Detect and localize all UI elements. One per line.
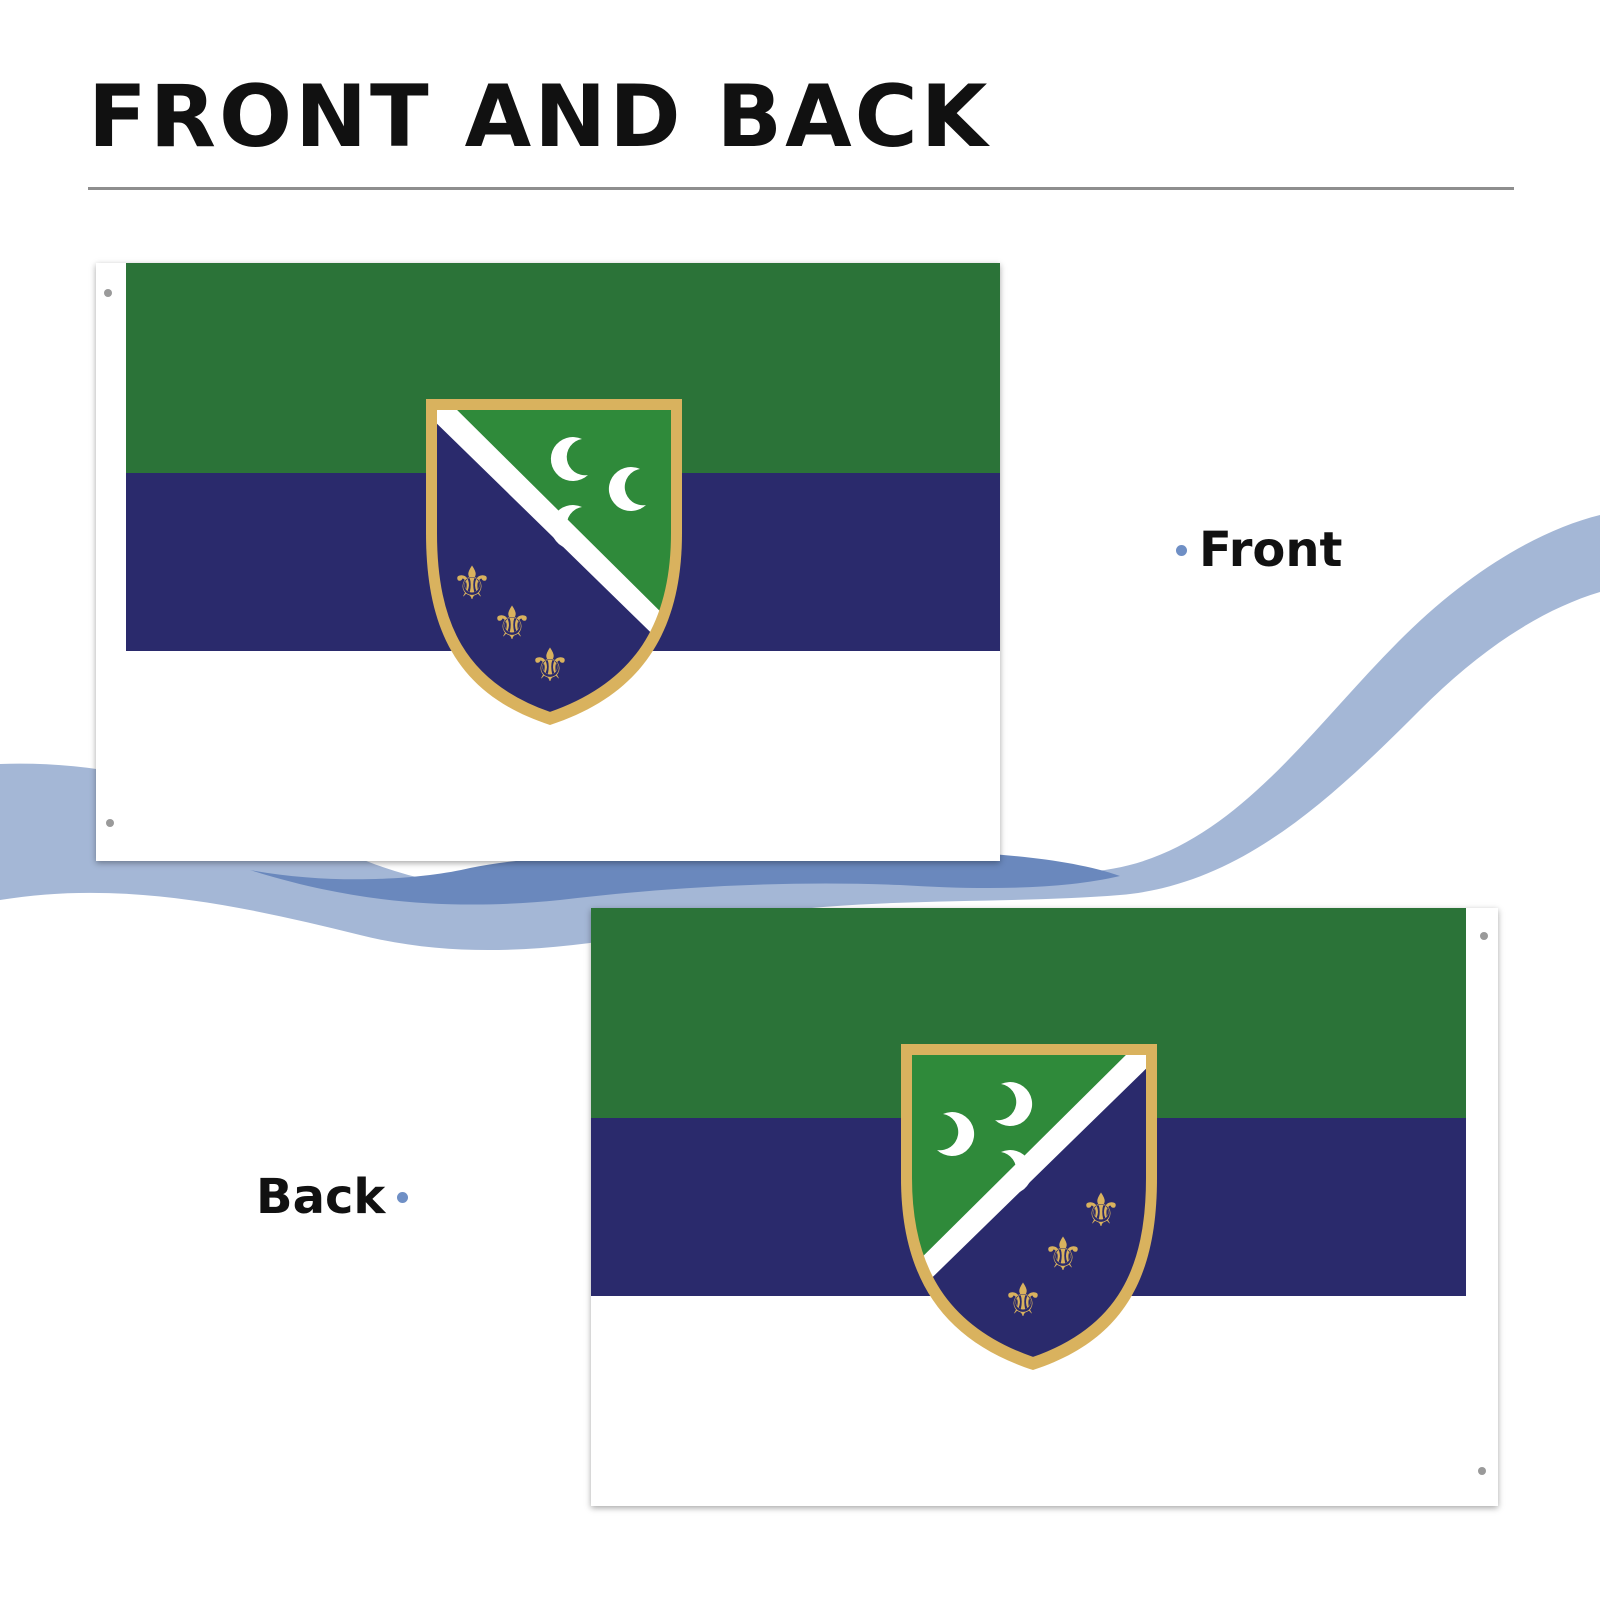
wave-dark-band [250, 850, 1120, 905]
page-title: FRONT AND BACK [88, 67, 991, 167]
front-label: Front [1176, 520, 1342, 580]
bullet-icon [1176, 544, 1187, 556]
title-divider [88, 187, 1514, 190]
wave-light-band [0, 515, 1600, 951]
fleur-de-lis-icon: ⚜ [1042, 1227, 1083, 1281]
fleur-de-lis-icon: ⚜ [491, 596, 532, 650]
fleur-de-lis-icon: ⚜ [1002, 1273, 1043, 1327]
crescent-icon [608, 467, 646, 512]
front-label-text: Front [1199, 522, 1343, 578]
flag-back-image: ⚜ ⚜ ⚜ [591, 908, 1498, 1506]
fleur-de-lis-icon: ⚜ [1080, 1183, 1121, 1237]
grommet-top-icon [1480, 932, 1488, 940]
coat-of-arms-icon: ⚜ ⚜ ⚜ [426, 399, 682, 725]
bullet-icon [397, 1191, 409, 1203]
fleur-de-lis-icon: ⚜ [529, 638, 570, 692]
crescent-icon [550, 437, 588, 482]
grommet-bottom-icon [106, 819, 114, 827]
crescent-icon [550, 505, 588, 550]
crescent-icon [995, 1150, 1033, 1195]
coat-of-arms-icon: ⚜ ⚜ ⚜ [901, 1044, 1157, 1370]
grommet-bottom-icon [1478, 1467, 1486, 1475]
fleur-de-lis-icon: ⚜ [451, 556, 492, 610]
back-label: Back [256, 1167, 409, 1227]
back-label-text: Back [256, 1169, 386, 1225]
grommet-top-icon [104, 289, 112, 297]
crescent-icon [995, 1082, 1033, 1127]
flag-front-image: ⚜ ⚜ ⚜ [96, 263, 1000, 861]
crescent-icon [937, 1112, 975, 1157]
